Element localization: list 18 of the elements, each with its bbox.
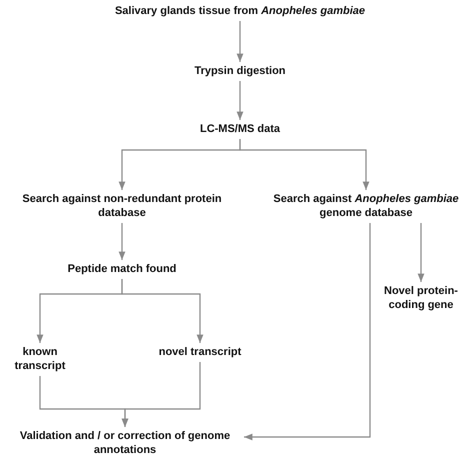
arrow (239, 139, 370, 190)
step-text: Salivary glands tissue from Anopheles gambiae (90, 4, 390, 18)
arrow (244, 223, 371, 440)
arrow (118, 223, 126, 260)
step-text: Novel protein-coding gene (378, 284, 464, 312)
step-text: LC-MS/MS data (170, 122, 310, 136)
step-text: Peptide match found (42, 262, 202, 276)
step-text: Validation and / or correction of genome annotations (10, 429, 240, 457)
arrow (236, 81, 244, 120)
arrow (236, 21, 244, 62)
step-text: Search against Anopheles gambiae genome database (259, 192, 473, 220)
step-text: Trypsin digestion (170, 64, 310, 78)
step-text: novel transcript (155, 345, 245, 359)
arrow (418, 223, 424, 282)
arrow (122, 362, 201, 427)
arrow (121, 279, 204, 343)
step-text: known transcript (0, 345, 80, 373)
step-text: Search against non-redundant protein database (7, 192, 237, 220)
